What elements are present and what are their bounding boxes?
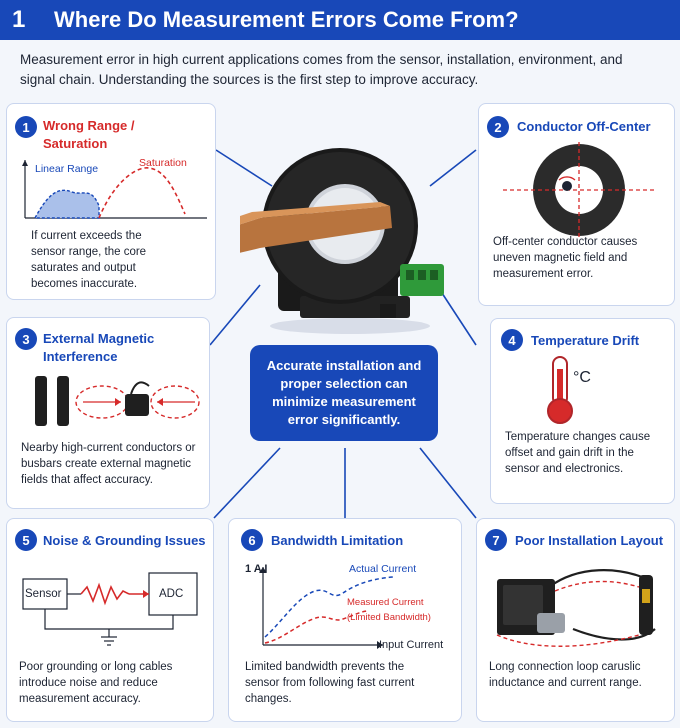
card-2-number: 2: [487, 116, 509, 138]
card-6-description: Limited bandwidth prevents the sensor fr…: [245, 661, 415, 705]
card-5-title: Noise & Grounding Issues: [43, 533, 206, 548]
card-6-number: 6: [241, 529, 263, 551]
card-4-number: 4: [501, 329, 523, 351]
page-title: Where Do Measurement Errors Come From?: [54, 7, 519, 32]
adc-box-label: ADC: [159, 588, 184, 600]
saturation-label: Saturation: [139, 157, 187, 169]
card-poor-installation: 7 Poor Installation Layout Long connecti…: [476, 518, 675, 722]
celsius-unit: °C: [573, 369, 591, 386]
card-1-description: If current exceeds the sensor range, the…: [31, 230, 147, 290]
intro-text: Measurement error in high current applic…: [20, 52, 623, 87]
card-wrong-range: 1 Wrong Range / Saturation Linear Range …: [6, 103, 216, 300]
card-2-description: Off-center conductor causes uneven magne…: [493, 236, 638, 280]
interference-diagram: [35, 376, 200, 426]
card-7-number: 7: [485, 529, 507, 551]
card-noise-grounding: 5 Noise & Grounding Issues Sensor ADC Po…: [6, 518, 214, 722]
thermometer-icon: [547, 356, 573, 424]
card-3-description: Nearby high-current conductors or busbar…: [21, 442, 196, 486]
saturation-chart: Linear Range Saturation: [22, 157, 207, 219]
off-center-ring-diagram: [503, 142, 655, 240]
bandwidth-x-label: Input Current: [379, 639, 444, 651]
card-7-title: Poor Installation Layout: [515, 533, 664, 548]
bandwidth-y-label: 1 A I: [245, 563, 268, 575]
card-7-description: Long connection loop caruslic inductance…: [489, 661, 642, 689]
measured-current-sublabel: (Limited Bandwidth): [347, 612, 431, 623]
card-5-description: Poor grounding or long cables introduce …: [19, 661, 173, 705]
card-1-number: 1: [15, 116, 37, 138]
card-4-description: Temperature changes cause offset and gai…: [505, 431, 651, 475]
card-2-title: Conductor Off-Center: [517, 119, 651, 134]
card-4-title: Temperature Drift: [531, 333, 640, 348]
card-bandwidth-limitation: 6 Bandwidth Limitation 1 A I Actual Curr…: [228, 518, 462, 722]
measured-current-label: Measured Current: [347, 597, 424, 608]
header-bar: 1 Where Do Measurement Errors Come From?: [0, 0, 680, 40]
section-number: 1: [12, 6, 26, 33]
card-5-number: 5: [15, 529, 37, 551]
sensor-box-label: Sensor: [25, 588, 62, 600]
card-1-title: Wrong Range / Saturation: [43, 118, 135, 151]
card-3-number: 3: [15, 328, 37, 350]
linear-range-label: Linear Range: [35, 163, 98, 175]
card-external-magnetic: 3 External Magnetic Interference Nearby …: [6, 317, 210, 509]
current-sensor-illustration: [240, 148, 444, 334]
card-6-title: Bandwidth Limitation: [271, 533, 404, 548]
card-temperature-drift: 4 Temperature Drift °C Temperature chang…: [490, 318, 675, 504]
bandwidth-chart: [259, 567, 394, 649]
installation-layout-diagram: [496, 569, 656, 647]
card-3-title: External Magnetic Interference: [43, 331, 155, 364]
center-message: Accurate installation and proper selecti…: [250, 345, 438, 441]
card-conductor-off-center: 2 Conductor Off-Center Off-center conduc…: [478, 103, 675, 306]
noise-chain-diagram: [22, 572, 198, 646]
actual-current-label: Actual Current: [349, 563, 417, 575]
